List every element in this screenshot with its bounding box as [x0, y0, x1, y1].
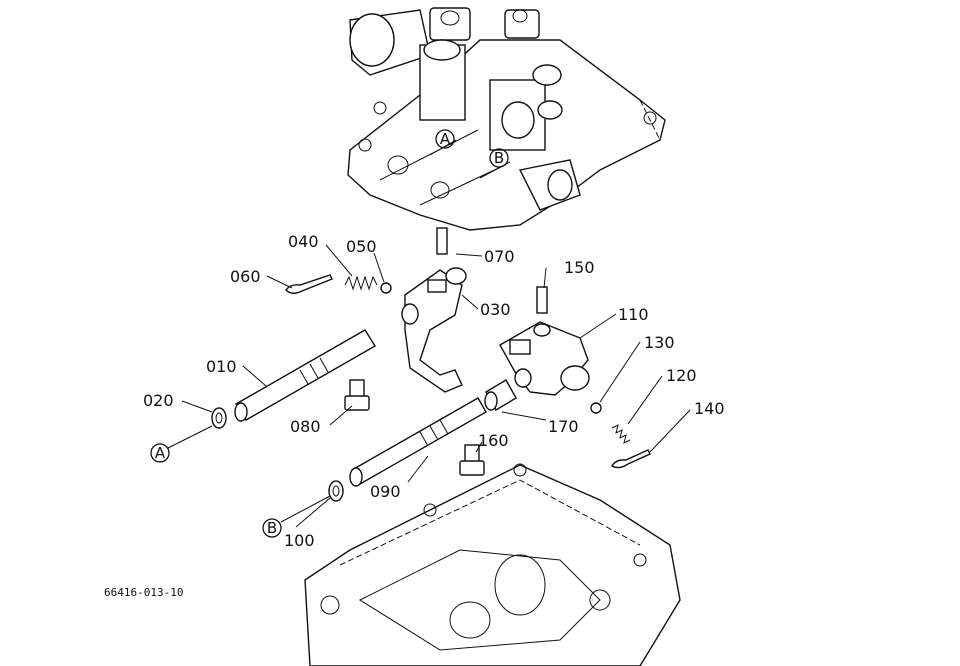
washer-100: [328, 480, 344, 502]
cotter-pin-060: [285, 274, 333, 294]
shift-fork-030: [401, 267, 467, 393]
label-120: 120: [666, 366, 697, 385]
label-050: 050: [346, 237, 377, 256]
callout-a-top: A: [435, 129, 455, 149]
pin-070: [436, 227, 448, 255]
ball-130: [590, 402, 602, 414]
washer-020: [211, 407, 227, 429]
svg-text:A: A: [440, 130, 451, 148]
label-150: 150: [564, 258, 595, 277]
callout-b-top: B: [489, 148, 509, 168]
label-140: 140: [694, 399, 725, 418]
label-080: 080: [290, 417, 321, 436]
label-020: 020: [143, 391, 174, 410]
bolt-080: [344, 379, 370, 411]
label-010: 010: [206, 357, 237, 376]
label-070: 070: [484, 247, 515, 266]
lower-housing: [304, 463, 681, 666]
reference-code: 66416-013-10: [104, 586, 183, 599]
label-030: 030: [480, 300, 511, 319]
spring-040: [344, 275, 378, 291]
svg-text:B: B: [267, 519, 277, 537]
pin-150: [536, 286, 548, 314]
collar-170: [484, 379, 517, 411]
label-100: 100: [284, 531, 315, 550]
callout-a-left: A: [150, 443, 170, 463]
label-090: 090: [370, 482, 401, 501]
upper-housing: [347, 7, 666, 231]
shift-fork-110: [499, 321, 590, 396]
shift-rod-090: [349, 397, 487, 487]
label-130: 130: [644, 333, 675, 352]
svg-text:A: A: [155, 444, 166, 462]
label-170: 170: [548, 417, 579, 436]
label-060: 060: [230, 267, 261, 286]
svg-text:B: B: [494, 149, 504, 167]
ball-050: [380, 282, 392, 294]
bolt-160: [459, 444, 485, 476]
label-160: 160: [478, 431, 509, 450]
leader-lines: [167, 139, 691, 528]
label-110: 110: [618, 305, 649, 324]
spring-120: [611, 424, 631, 444]
callout-b-left: B: [262, 518, 282, 538]
cotter-pin-140: [611, 449, 651, 469]
label-040: 040: [288, 232, 319, 251]
shift-rod-010: [234, 329, 376, 422]
